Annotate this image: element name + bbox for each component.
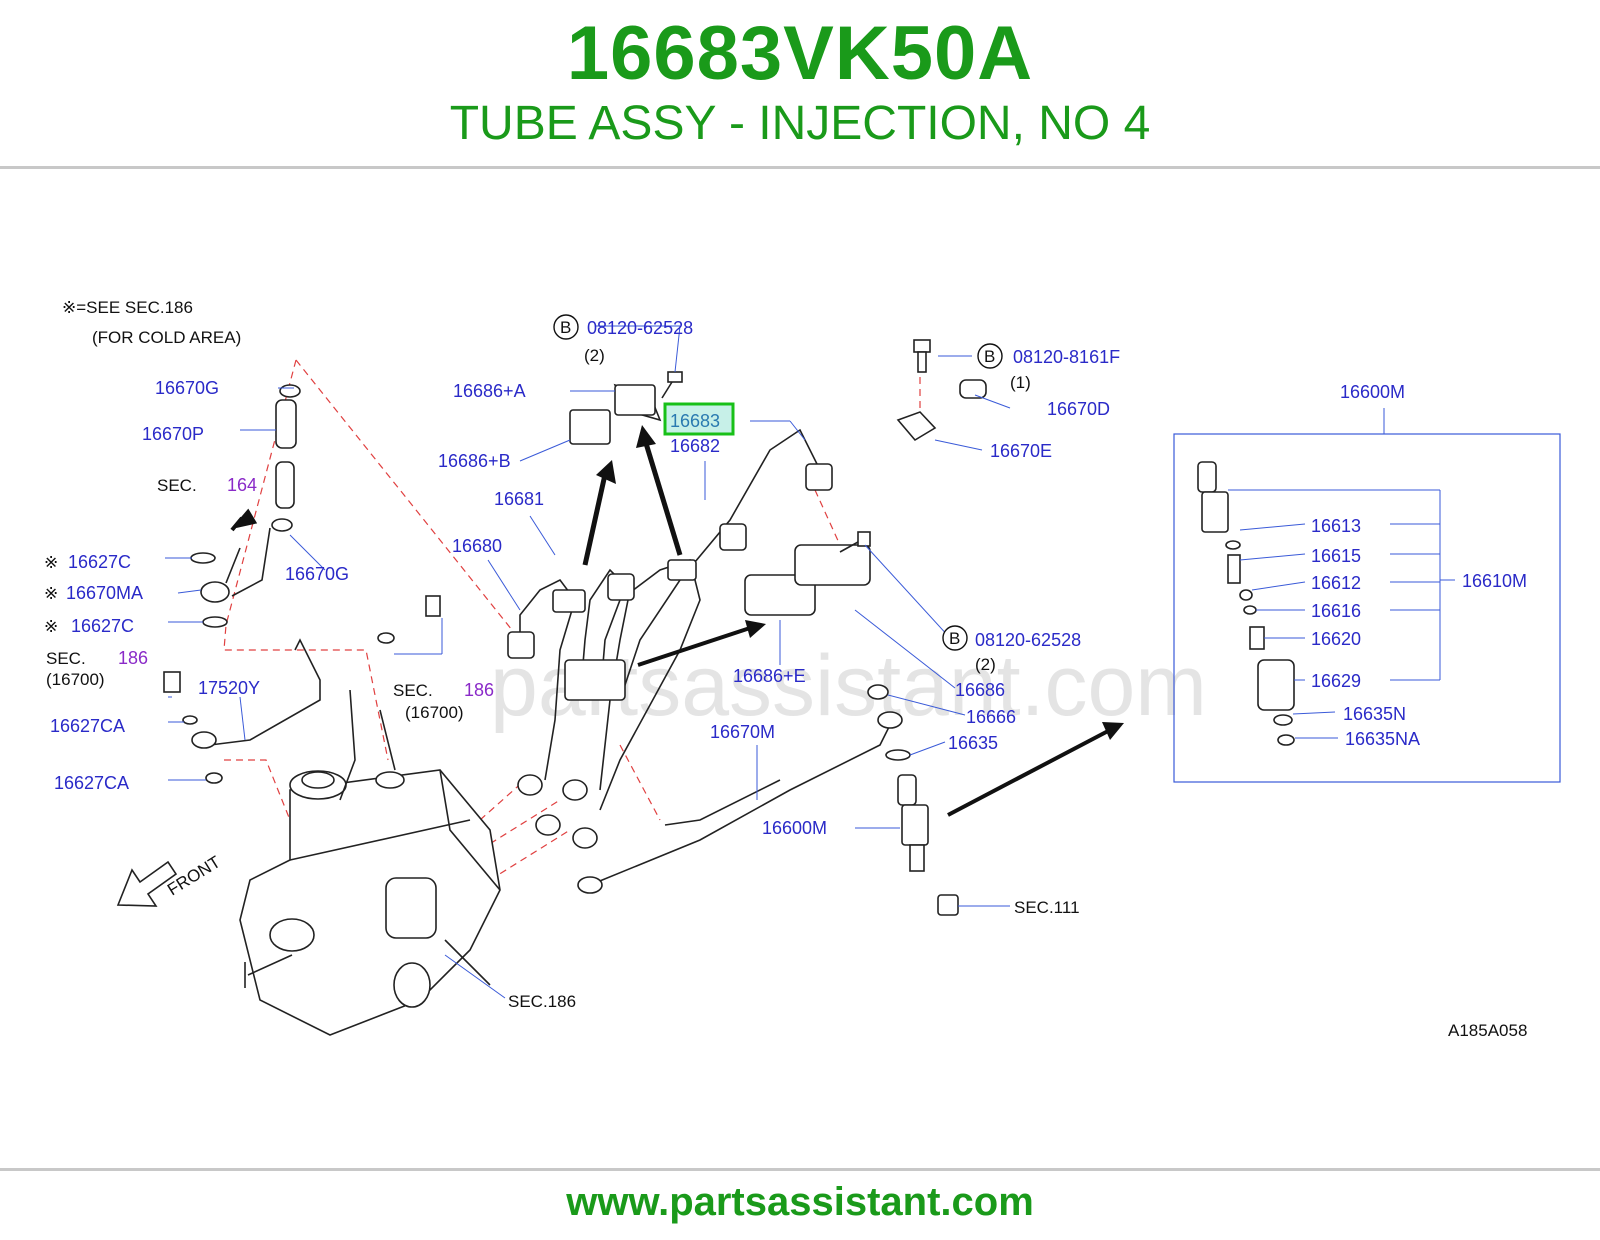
label-sec-186a-num[interactable]: 186 [118, 648, 148, 668]
label-16670g-top[interactable]: 16670G [155, 378, 219, 398]
sleeve-16670d[interactable] [959, 379, 987, 399]
label-16686a[interactable]: 16686+A [453, 381, 526, 401]
footer-divider [0, 1168, 1600, 1171]
b-marker-top: B [553, 314, 579, 340]
b-marker-right: B [977, 343, 1003, 369]
label-sec-186b-num[interactable]: 186 [464, 680, 494, 700]
label-16666[interactable]: 16666 [966, 707, 1016, 727]
fuel-hose-assembly[interactable] [163, 384, 441, 784]
leader-lines [165, 325, 1455, 999]
bolt-08120-62528-mid[interactable] [839, 531, 871, 553]
washer-16666[interactable] [867, 684, 889, 700]
label-16681[interactable]: 16681 [494, 489, 544, 509]
label-16627c-1[interactable]: 16627C [68, 552, 131, 572]
label-16613[interactable]: 16613 [1311, 516, 1361, 536]
label-16680[interactable]: 16680 [452, 536, 502, 556]
note-line-1: ※=SEE SEC.186 [62, 298, 193, 317]
label-sec-164-prefix: SEC. [157, 476, 197, 495]
cold-area-mark-1: ※ [44, 553, 58, 572]
label-sec-186-bottom[interactable]: SEC.186 [508, 992, 576, 1011]
label-16635n[interactable]: 16635N [1343, 704, 1406, 724]
part-name-subtitle: TUBE ASSY - INJECTION, NO 4 [449, 97, 1151, 150]
qty-08120-62528-top: (2) [584, 346, 605, 365]
label-16627ca-1[interactable]: 16627CA [50, 716, 125, 736]
front-arrow: FRONT [116, 852, 224, 907]
highlight-box-16683 [663, 402, 735, 436]
label-16686b[interactable]: 16686+B [438, 451, 511, 471]
part-number-title: 16683VK50A [566, 11, 1034, 96]
cold-area-mark-2: ※ [44, 584, 58, 603]
label-sec-186b-sub: (16700) [405, 703, 464, 722]
qty-08120-8161f: (1) [1010, 373, 1031, 392]
label-16600m-box[interactable]: 16600M [1340, 382, 1405, 402]
label-16635[interactable]: 16635 [948, 733, 998, 753]
label-16615[interactable]: 16615 [1311, 546, 1361, 566]
label-sec-186b-prefix: SEC. [393, 681, 433, 700]
header-divider [0, 166, 1600, 169]
qty-08120-62528-mid: (2) [975, 655, 996, 674]
label-16635na[interactable]: 16635NA [1345, 729, 1420, 749]
label-sec-186a-sub: (16700) [46, 670, 105, 689]
label-sec-164-num[interactable]: 164 [227, 475, 257, 495]
bracket-16670e[interactable] [896, 411, 937, 442]
label-16670g-mid[interactable]: 16670G [285, 564, 349, 584]
clamp-16686a[interactable] [613, 383, 662, 422]
leak-off-pipe-16670m[interactable] [577, 711, 903, 894]
label-16612[interactable]: 16612 [1311, 573, 1361, 593]
label-16627ca-2[interactable]: 16627CA [54, 773, 129, 793]
injection-pump[interactable] [239, 689, 501, 1036]
svg-text:B: B [949, 629, 960, 648]
label-16683[interactable]: 16683 [670, 411, 720, 431]
label-08120-62528-mid[interactable]: 08120-62528 [975, 630, 1081, 650]
label-16682[interactable]: 16682 [670, 436, 720, 456]
svg-text:B: B [560, 318, 571, 337]
bolt-08120-8161f[interactable] [913, 339, 931, 373]
page-header: 16683VK50A TUBE ASSY - INJECTION, NO 4 [0, 0, 1600, 170]
label-08120-8161f[interactable]: 08120-8161F [1013, 347, 1120, 367]
injection-tube-bundle[interactable] [507, 428, 833, 849]
clamp-16686b[interactable] [569, 409, 611, 445]
label-16629[interactable]: 16629 [1311, 671, 1361, 691]
label-16670p[interactable]: 16670P [142, 424, 204, 444]
cold-area-mark-3: ※ [44, 617, 58, 636]
label-16627c-2[interactable]: 16627C [71, 616, 134, 636]
label-16686[interactable]: 16686 [955, 680, 1005, 700]
figure-code: A185A058 [1448, 1021, 1527, 1040]
label-sec-111[interactable]: SEC.111 [1014, 898, 1080, 917]
clamp-16686e[interactable] [744, 544, 871, 616]
svg-text:B: B [984, 347, 995, 366]
b-marker-mid: B [942, 625, 968, 651]
label-16670d[interactable]: 16670D [1047, 399, 1110, 419]
label-16610m[interactable]: 16610M [1462, 571, 1527, 591]
label-08120-62528-top[interactable]: 08120-62528 [587, 318, 693, 338]
bolt-08120-62528-top[interactable] [661, 371, 683, 399]
injector-breakdown-parts[interactable] [1197, 461, 1295, 746]
label-16670ma[interactable]: 16670MA [66, 583, 143, 603]
sec-164-arrow [230, 508, 258, 532]
label-16620[interactable]: 16620 [1311, 629, 1361, 649]
label-16686e[interactable]: 16686+E [733, 666, 806, 686]
label-16616[interactable]: 16616 [1311, 601, 1361, 621]
label-16670m[interactable]: 16670M [710, 722, 775, 742]
label-16600m-mid[interactable]: 16600M [762, 818, 827, 838]
label-17520y[interactable]: 17520Y [198, 678, 260, 698]
note-line-2: (FOR COLD AREA) [92, 328, 241, 347]
injector-breakdown-box [1173, 433, 1561, 783]
label-sec-186a-prefix: SEC. [46, 649, 86, 668]
pointer-arrows [582, 425, 1124, 817]
footer-url[interactable]: www.partsassistant.com [566, 1180, 1034, 1224]
washer-16635[interactable] [885, 749, 911, 761]
injector-nozzle-16600m[interactable] [897, 774, 929, 872]
sec-111-plug[interactable] [937, 894, 959, 916]
label-16670e[interactable]: 16670E [990, 441, 1052, 461]
